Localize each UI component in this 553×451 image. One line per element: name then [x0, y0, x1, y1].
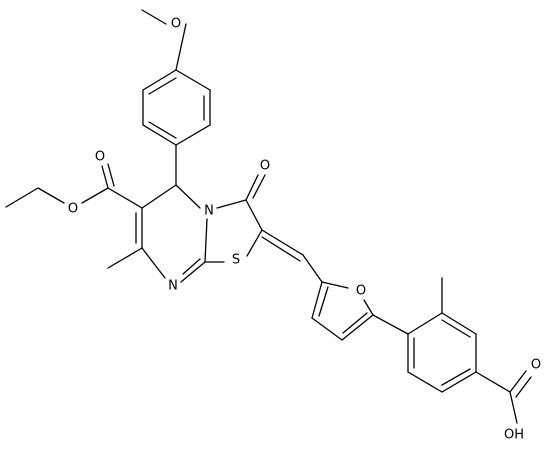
furan-oxygen-label: O [356, 284, 366, 299]
thiazolidinone-ring [204, 174, 266, 263]
pyrimidine-ring [135, 184, 208, 283]
sulfur-label: S [232, 253, 240, 268]
methylidene-bridge [261, 229, 323, 283]
imine-nitrogen-label: N [168, 279, 178, 294]
methyl-bond [107, 247, 143, 269]
methoxy-oxygen-label: O [171, 17, 181, 32]
furan-ring [311, 281, 409, 341]
ketone-oxygen-label: O [260, 159, 270, 174]
ethyl-ester [5, 163, 143, 209]
ring-nitrogen-label: N [204, 204, 214, 219]
acid-carbonyl-oxygen-label: O [531, 358, 541, 373]
carboxylic-acid [475, 370, 532, 424]
acid-hydroxyl-label: OH [504, 428, 524, 443]
ester-ether-oxygen-label: O [68, 202, 78, 217]
methoxy-group [141, 9, 187, 71]
anisole-ring [142, 69, 211, 186]
benzoic-ring [407, 277, 477, 393]
ester-carbonyl-oxygen-label: O [95, 150, 105, 165]
